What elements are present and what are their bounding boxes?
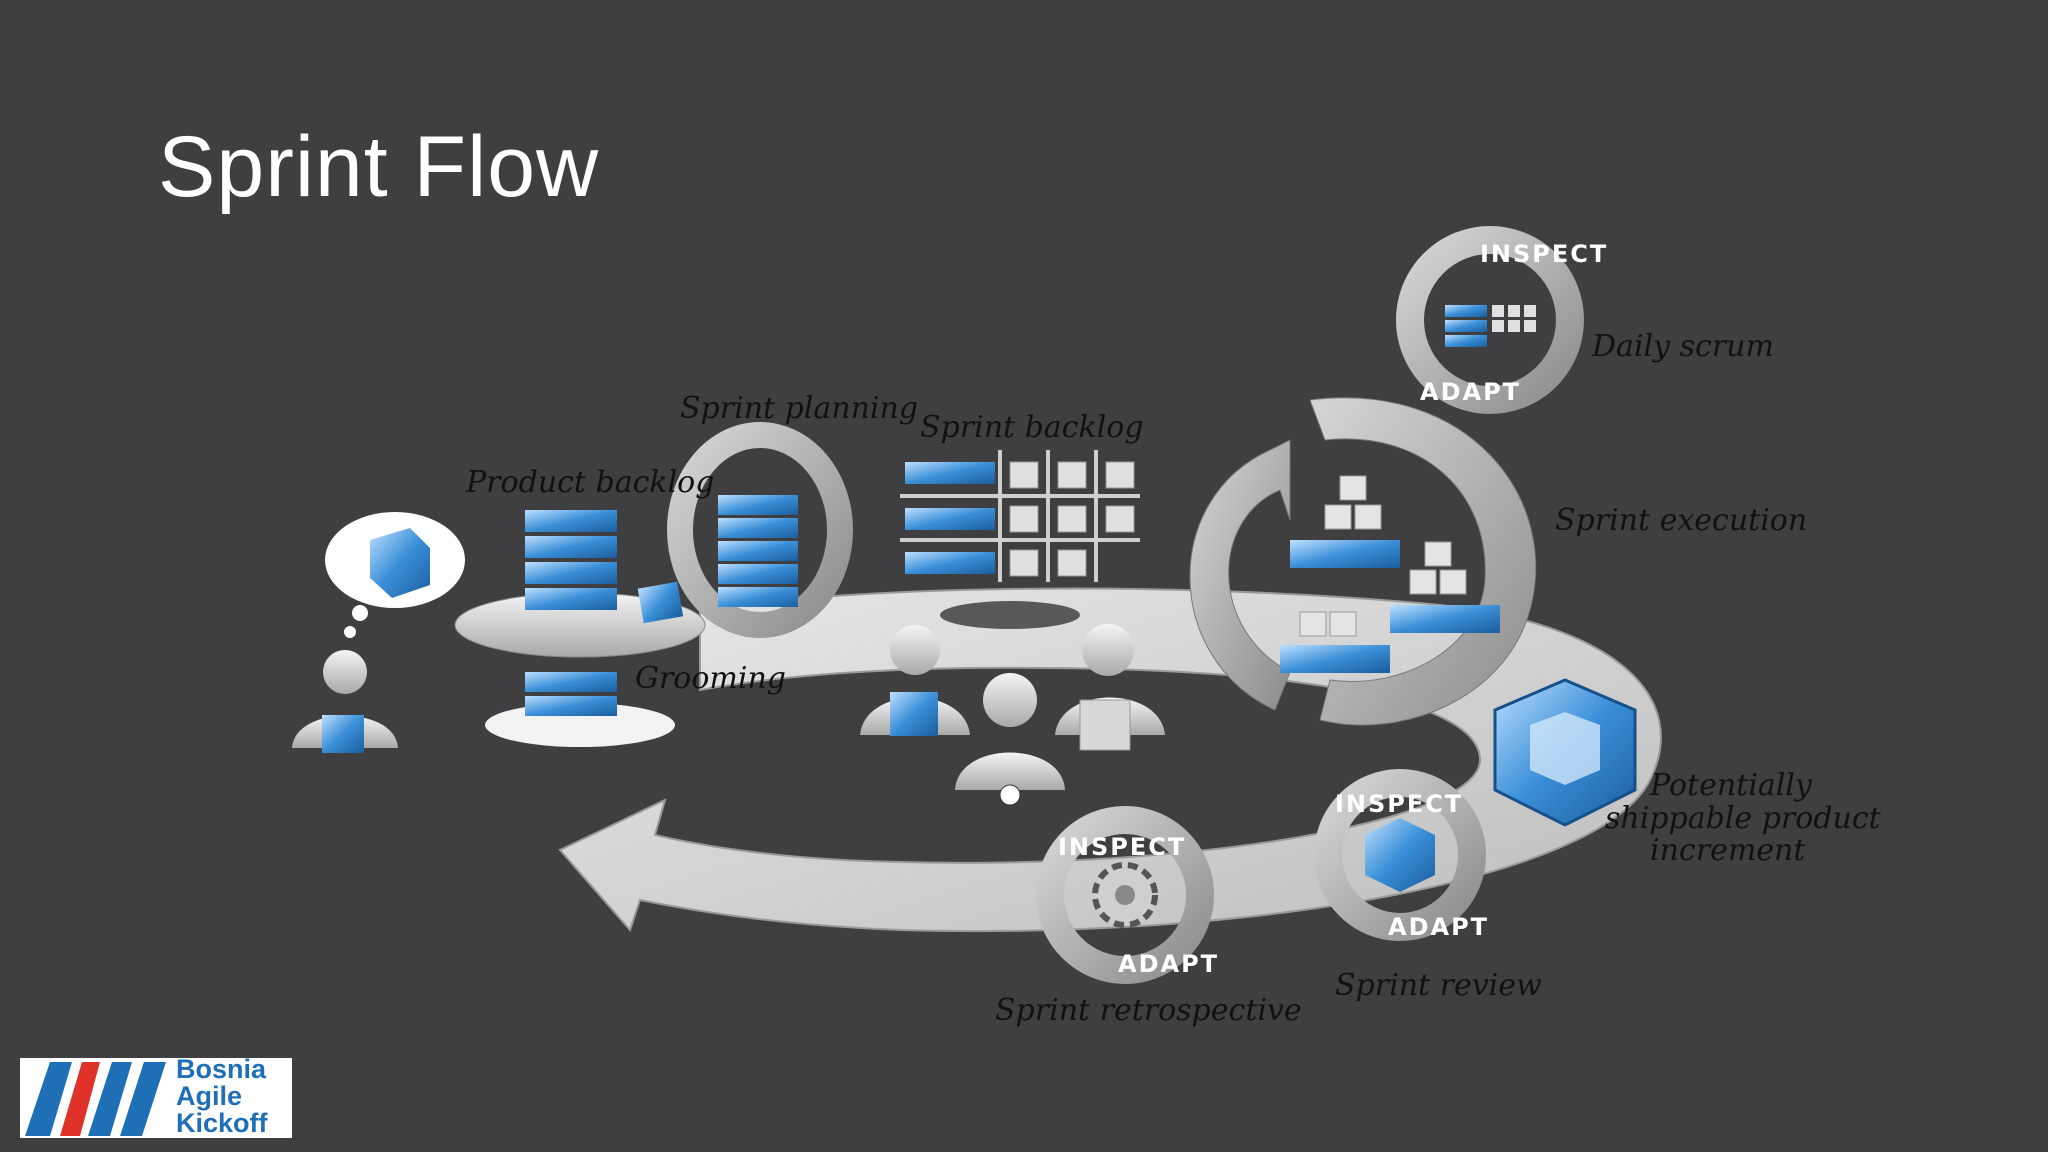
- daily-inspect-label: INSPECT: [1480, 240, 1608, 268]
- sprint-execution-cycle: [1189, 397, 1537, 726]
- label-sprint-review: Sprint review: [1335, 968, 1542, 1003]
- label-increment-line2: shippable product: [1605, 801, 1882, 836]
- daily-scrum-ring: INSPECT ADAPT: [1396, 226, 1608, 414]
- sprint-review-ring: INSPECT ADAPT: [1314, 769, 1489, 941]
- increment-cube: [1493, 678, 1637, 827]
- label-grooming: Grooming: [635, 661, 786, 696]
- logo-text: Bosnia Agile Kickoff: [176, 1056, 268, 1137]
- label-daily-scrum: Daily scrum: [1591, 329, 1774, 364]
- product-owner-figure: [292, 512, 465, 753]
- daily-adapt-label: ADAPT: [1420, 378, 1521, 406]
- product-backlog-stack: [454, 510, 706, 747]
- label-sprint-planning: Sprint planning: [680, 391, 918, 426]
- scrum-team-figures: [860, 624, 1165, 806]
- logo-line1: Bosnia: [176, 1054, 267, 1084]
- logo-line3: Kickoff: [176, 1108, 268, 1138]
- logo-line2: Agile: [176, 1081, 243, 1111]
- retro-adapt-label: ADAPT: [1118, 950, 1219, 978]
- review-adapt-label: ADAPT: [1388, 913, 1489, 941]
- sprint-retrospective-ring: INSPECT ADAPT: [1036, 806, 1219, 984]
- slide-title: Sprint Flow: [158, 119, 600, 215]
- label-increment-line3: increment: [1650, 833, 1806, 868]
- review-inspect-label: INSPECT: [1335, 790, 1463, 818]
- label-sprint-retrospective: Sprint retrospective: [995, 993, 1302, 1028]
- label-sprint-backlog: Sprint backlog: [920, 410, 1144, 445]
- retro-inspect-label: INSPECT: [1058, 833, 1186, 861]
- bosnia-agile-kickoff-logo: [20, 1058, 292, 1138]
- label-sprint-execution: Sprint execution: [1555, 503, 1807, 538]
- label-increment-line1: Potentially: [1649, 768, 1813, 803]
- label-product-backlog: Product backlog: [465, 465, 714, 500]
- sprint-backlog-grid: [900, 450, 1140, 629]
- sprint-planning-icon: [667, 422, 853, 638]
